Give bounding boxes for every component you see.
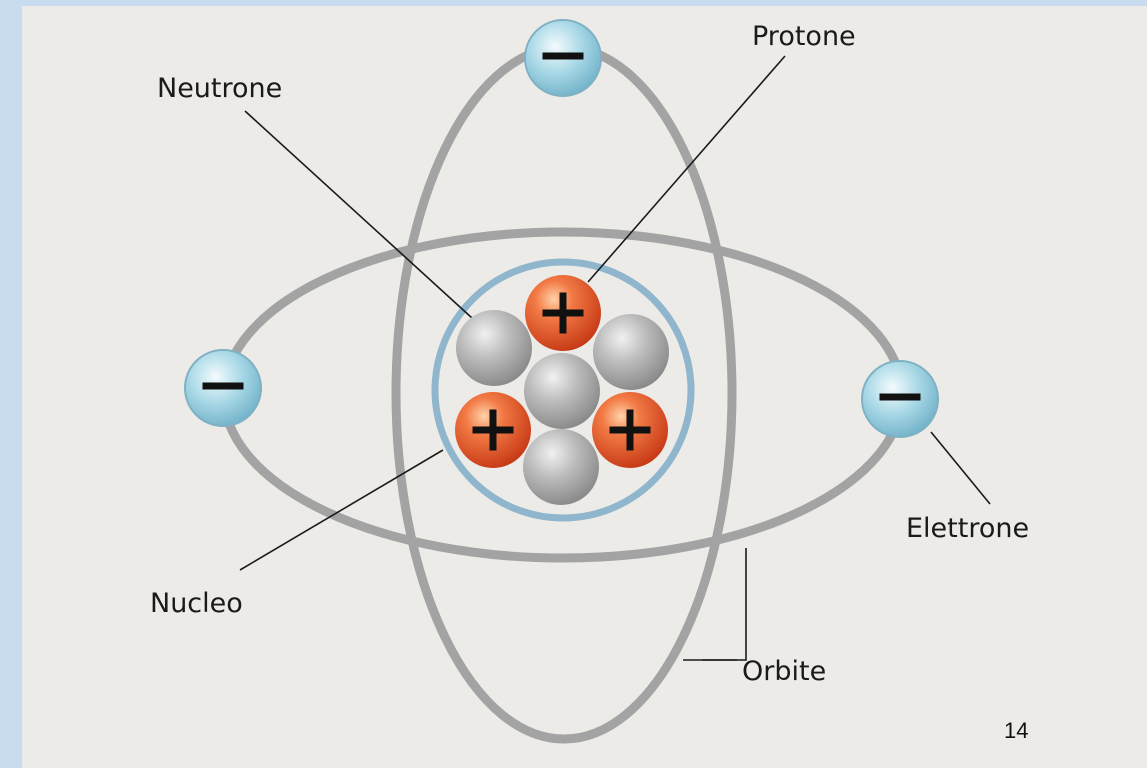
neutron-label: Neutrone	[157, 73, 282, 104]
proton-particle	[525, 275, 601, 351]
plus-icon	[609, 409, 651, 451]
electron-particle-top	[524, 19, 602, 97]
electron-leader	[930, 431, 991, 505]
nucleus-label: Nucleo	[150, 588, 243, 619]
page-number: 14	[1004, 718, 1028, 743]
electron-label: Elettrone	[906, 513, 1029, 544]
neutron-leader	[244, 110, 473, 319]
neutron-particle	[523, 429, 599, 505]
proton-label: Protone	[752, 21, 856, 52]
electron-particle-right	[861, 360, 939, 438]
nucleus-leader	[239, 449, 444, 571]
orbits-label: Orbite	[742, 656, 826, 687]
proton-leader	[587, 55, 786, 283]
leader-lines	[239, 55, 991, 661]
neutron-particle	[524, 353, 600, 429]
nucleus-ring	[431, 258, 695, 522]
electron-particle-left	[184, 349, 262, 427]
proton-particle	[592, 392, 668, 468]
plus-icon	[542, 292, 584, 334]
neutron-particle	[593, 314, 669, 390]
protons	[455, 275, 668, 468]
neutron-particle	[456, 310, 532, 386]
plus-icon	[472, 409, 514, 451]
neutrons	[456, 310, 669, 505]
proton-particle	[455, 392, 531, 468]
electrons	[184, 19, 939, 438]
